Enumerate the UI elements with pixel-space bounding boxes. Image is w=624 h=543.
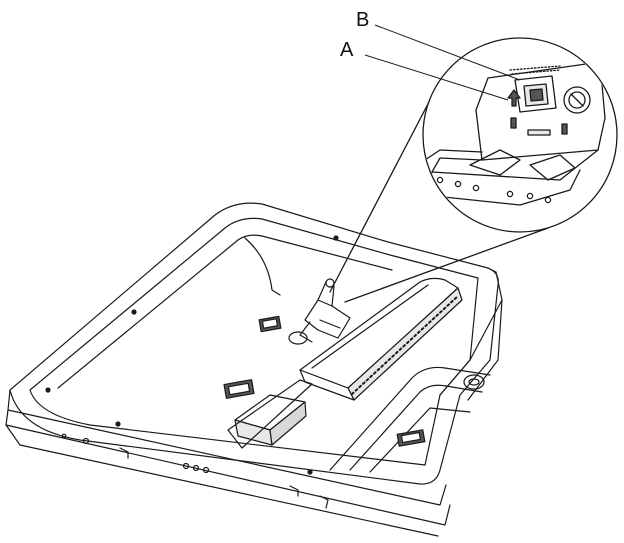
rail-teeth [351,295,459,395]
carriage-side [269,401,307,446]
tray-assembly [5,202,503,537]
screw-hole [131,309,137,315]
magnifier-content [424,61,606,206]
plate-slot [561,123,568,135]
base-frame-bottom [5,424,439,537]
boss-2-inner [468,378,480,386]
side-channel-floor [369,407,471,473]
screw-hole [307,469,313,475]
screw-hole [333,235,339,241]
tray-inner-wall [57,234,393,389]
magnifier-connector-left [329,99,431,293]
magnifier-connector-right [344,227,549,303]
direction-arrow-icon [507,89,521,107]
bracket-lip [469,149,576,181]
frame-tab [319,495,329,509]
side-channel-inner [349,384,483,471]
flange-hole [526,192,534,200]
screw-hole [182,462,190,470]
frame-tab [119,447,129,459]
round-knob-inner [568,91,586,109]
round-knob-slot [570,93,584,107]
callout-b-label: B [356,9,369,31]
flange-hole [544,196,552,204]
screw-hole [202,466,210,474]
callouts: A B [340,9,521,101]
tray-outer-rim [9,202,499,485]
screw-hole [82,437,90,445]
boss-2 [463,374,485,390]
frame-tab [289,485,299,497]
detail-magnifier [329,37,618,303]
boss-1 [288,331,308,345]
callout-a-label: A [340,39,354,61]
switch-pins [509,65,561,75]
rail-top [299,277,459,389]
carriage-frame [227,379,313,449]
side-channel-outer [329,366,491,471]
tray-pad-3-inner [400,431,421,444]
flange-hole [472,184,480,192]
screw-hole [192,464,200,472]
base-frame-front [7,389,447,506]
base-frame-right-2 [439,299,503,396]
callout-a-leader [364,54,509,101]
plate-slot [510,117,517,129]
switch-slider-knob [529,88,544,102]
latch-detail [299,319,341,343]
callout-b-leader [374,24,521,81]
screw-hole [61,433,67,439]
flange-hole [436,176,444,184]
tray-pad-1-inner [227,382,251,396]
screw-hole [115,421,121,427]
rail-detail-line [311,284,429,369]
tray-pad-2-inner [261,318,279,329]
flange-hole [454,180,462,188]
base-frame-lower [5,409,451,526]
flange-hole [506,190,514,198]
rail-left-end [299,369,355,401]
tray-inner-wall-shade [244,237,281,296]
plate-slot [527,129,551,136]
screw-hole [45,387,51,393]
